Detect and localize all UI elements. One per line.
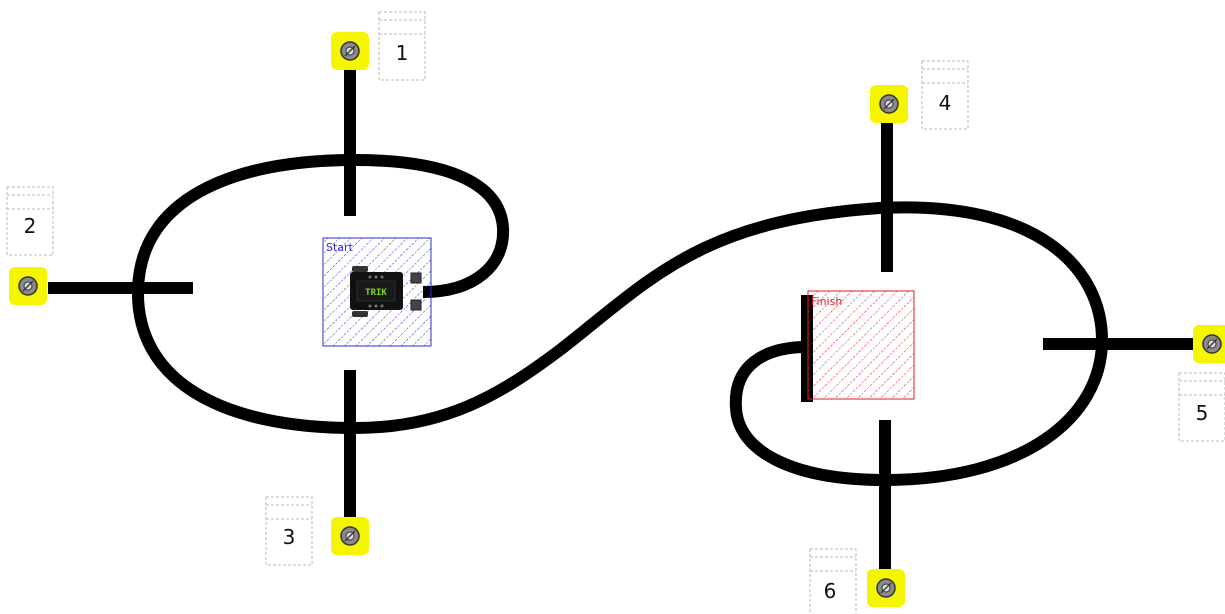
finish-zone-label: Finish <box>811 295 842 308</box>
box-number: 6 <box>824 579 837 603</box>
sensor-icon <box>330 516 370 556</box>
box-number: 1 <box>396 41 409 65</box>
robot-sensor-top <box>410 272 422 284</box>
robot-led <box>374 304 378 308</box>
robot-screen <box>356 280 396 302</box>
sensor-icon <box>869 84 909 124</box>
robot-label: TRIK <box>365 288 387 298</box>
box-1[interactable]: 1 <box>378 11 426 81</box>
robot-led <box>368 275 372 279</box>
robot-led <box>380 304 384 308</box>
box-2[interactable]: 2 <box>6 186 54 256</box>
sensor-marker-3[interactable] <box>330 516 370 556</box>
sensor-marker-6[interactable] <box>866 568 906 608</box>
robot-sensor-bottom <box>410 299 422 311</box>
box-6[interactable]: 6 <box>809 548 857 614</box>
track-s-curve <box>556 201 1108 486</box>
sensor-marker-1[interactable] <box>330 31 370 71</box>
box-5[interactable]: 5 <box>1178 372 1225 442</box>
finish-zone[interactable]: Finish <box>807 290 915 400</box>
robot[interactable]: TRIK <box>350 266 422 317</box>
box-number: 2 <box>24 214 37 238</box>
sensor-icon <box>330 31 370 71</box>
robot-led <box>380 275 384 279</box>
track-left-loop <box>131 154 564 434</box>
box-3[interactable]: 3 <box>265 496 313 566</box>
sensor-icon <box>1192 324 1225 364</box>
start-zone-label: Start <box>326 241 354 254</box>
box-number: 4 <box>939 91 952 115</box>
sensor-icon <box>8 266 48 306</box>
box-4[interactable]: 4 <box>921 60 969 130</box>
box-number: 5 <box>1196 401 1209 425</box>
sensor-marker-2[interactable] <box>8 266 48 306</box>
robot-wheel-bottom <box>352 311 368 317</box>
track <box>48 70 1196 570</box>
sensor-marker-5[interactable] <box>1192 324 1225 364</box>
sensor-icon <box>866 568 906 608</box>
robot-led <box>368 304 372 308</box>
sensor-marker-4[interactable] <box>869 84 909 124</box>
start-zone[interactable]: Start <box>322 237 432 347</box>
box-number: 3 <box>283 525 296 549</box>
robot-led <box>374 275 378 279</box>
robot-wheel-top <box>352 266 368 272</box>
